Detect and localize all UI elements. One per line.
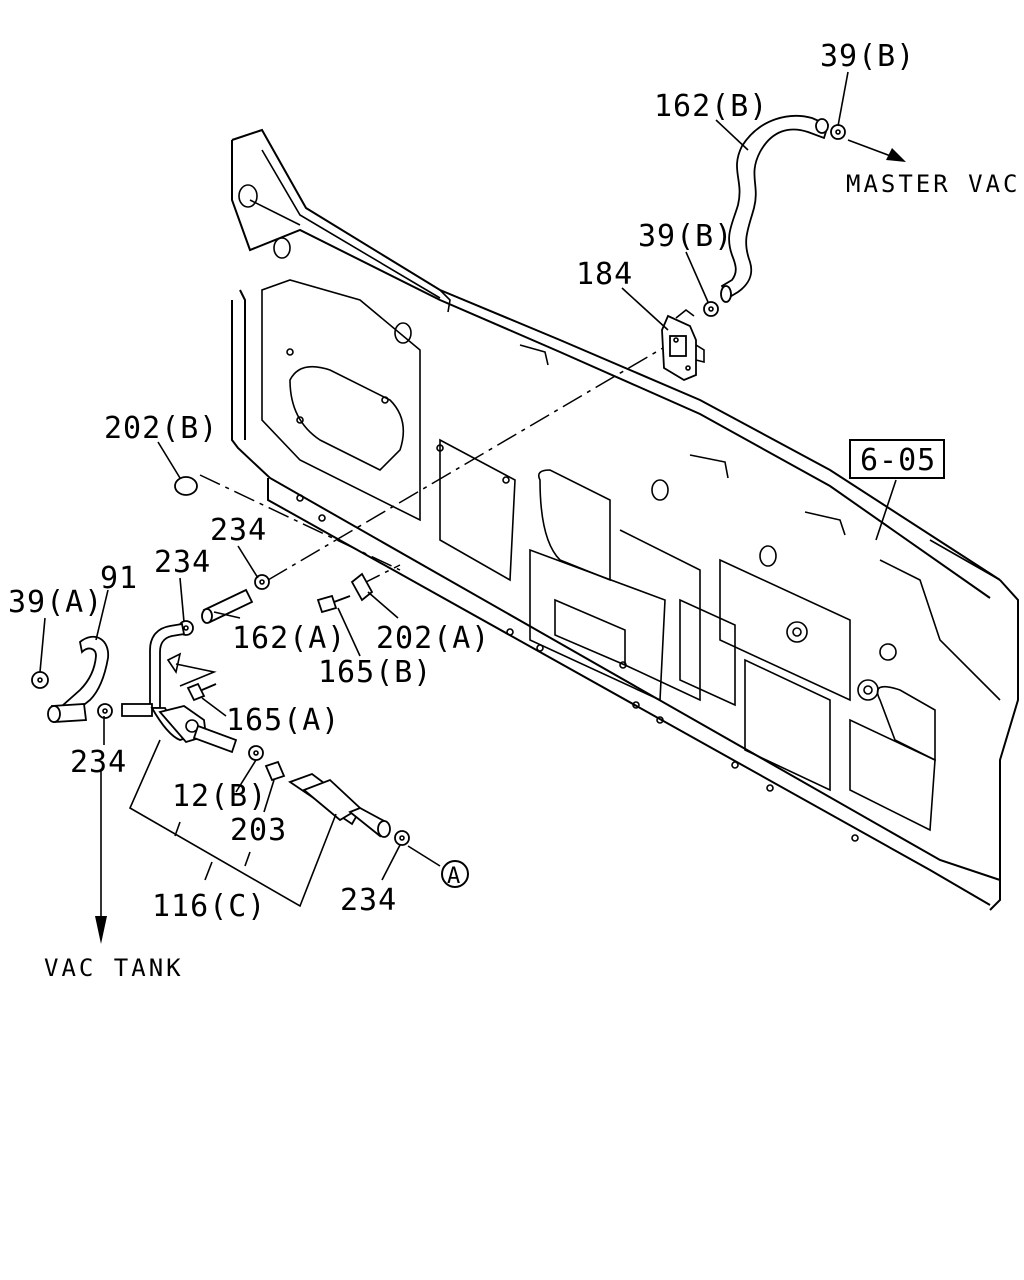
label-162a: 162(A) (232, 621, 346, 656)
label-ref-605: 6-05 (860, 443, 936, 478)
reference-box (849, 439, 945, 479)
label-116c: 116(C) (152, 889, 266, 924)
hose-91 (47, 636, 109, 723)
label-39a: 39(A) (8, 585, 103, 620)
label-203: 203 (230, 813, 287, 848)
plate-202a (350, 572, 374, 602)
clamp-39a (31, 671, 49, 689)
hose-162b (720, 115, 830, 303)
master-vac-arrow (847, 139, 906, 162)
hose-162a (201, 588, 254, 624)
label-91: 91 (100, 561, 138, 596)
label-234-c: 234 (70, 745, 127, 780)
label-12b: 12(B) (172, 779, 267, 814)
label-vac-tank: VAC TANK (44, 954, 184, 982)
clamp-234-a (254, 574, 270, 590)
callout-a-letter: A (447, 864, 460, 889)
alignment-lines (199, 344, 669, 586)
pipe-assembly-116c (121, 622, 391, 838)
clamp-39b-mid (703, 301, 719, 317)
label-184: 184 (576, 257, 633, 292)
label-234-b: 234 (154, 545, 211, 580)
label-234-a: 234 (210, 513, 267, 548)
vac-tank-arrow (95, 770, 107, 944)
cab-panel (231, 128, 1019, 911)
check-valve-184 (661, 308, 705, 382)
label-39b-mid: 39(B) (638, 219, 733, 254)
label-165b: 165(B) (318, 655, 432, 690)
clamp-234-e (394, 830, 410, 846)
label-39b-top: 39(B) (820, 39, 915, 74)
clamp-39b-top (830, 124, 846, 140)
clamp-234-d (248, 745, 264, 761)
label-master-vac: MASTER VAC (846, 170, 1021, 198)
leader-lines (39, 71, 897, 908)
bolt-165b (316, 594, 351, 614)
label-202a: 202(A) (376, 621, 490, 656)
label-234-d: 234 (340, 883, 397, 918)
callout-a (441, 860, 469, 888)
label-162b: 162(B) (654, 89, 768, 124)
label-202b: 202(B) (104, 411, 218, 446)
grommet-202b (174, 476, 198, 496)
label-165a: 165(A) (226, 703, 340, 738)
clamp-234-c (97, 703, 113, 719)
